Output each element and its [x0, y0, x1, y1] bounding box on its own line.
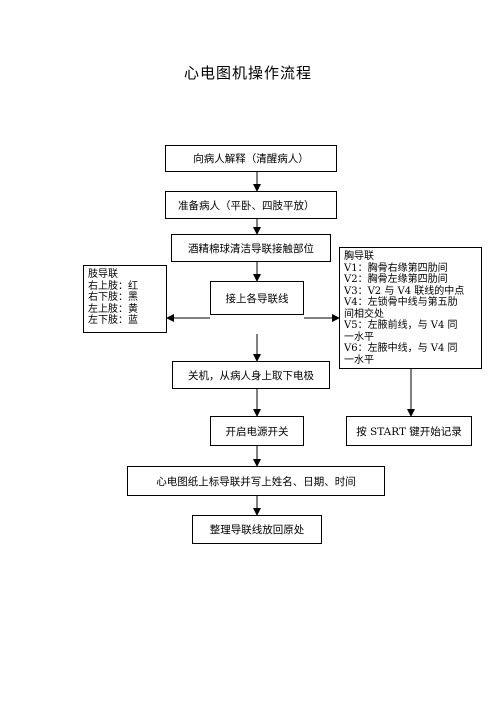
limb-leads-note: 肢导联 右上肢：红 右下肢：黑 左上肢：黄 左下肢：蓝 [83, 265, 167, 333]
step-start: 按 START 键开始记录 [346, 416, 472, 446]
chest-lead-line: V6：左腋中线，与 V4 同 [344, 343, 458, 354]
chest-lead-line: V2：胸骨左缘第四肋间 [344, 274, 448, 285]
step-prepare: 准备病人（平卧、四肢平放） [165, 191, 337, 219]
page-title: 心电图机操作流程 [183, 64, 312, 82]
step-clean: 酒精棉球清洁导联接触部位 [171, 234, 331, 262]
chest-lead-line: V3：V2 与 V4 联线的中点 [344, 285, 465, 297]
chest-leads-heading: 胸导联 [344, 251, 374, 262]
step-label: 心电图纸上标导联并写上姓名、日期、时间 [127, 466, 385, 496]
chest-lead-line: V5：左腋前线，与 V4 同 [344, 320, 458, 331]
limb-lead-line: 左上肢：黄 [88, 303, 138, 315]
chest-lead-line: 一水平 [344, 331, 374, 343]
limb-leads-heading: 肢导联 [88, 269, 118, 280]
chest-lead-line: V4：左锁骨中线与第五肋 [344, 297, 458, 308]
chest-lead-line: 一水平 [344, 354, 374, 366]
step-tidy: 整理导联线放回原处 [192, 515, 322, 544]
limb-lead-line: 右上肢：红 [88, 280, 138, 292]
limb-lead-line: 左下肢：蓝 [88, 315, 138, 326]
chest-leads-note: 胸导联 V1：胸骨右缘第四肋间 V2：胸骨左缘第四肋间 V3：V2 与 V4 联… [339, 247, 482, 369]
step-explain: 向病人解释（清醒病人） [165, 145, 337, 172]
chest-lead-line: 间相交处 [344, 308, 384, 320]
step-power: 开启电源开关 [210, 416, 304, 446]
step-remove: 关机，从病人身上取下电极 [172, 361, 330, 389]
chest-lead-line: V1：胸骨右缘第四肋间 [344, 262, 448, 274]
limb-lead-line: 右下肢：黑 [88, 292, 138, 303]
step-connect: 接上各导联线 [210, 281, 304, 315]
